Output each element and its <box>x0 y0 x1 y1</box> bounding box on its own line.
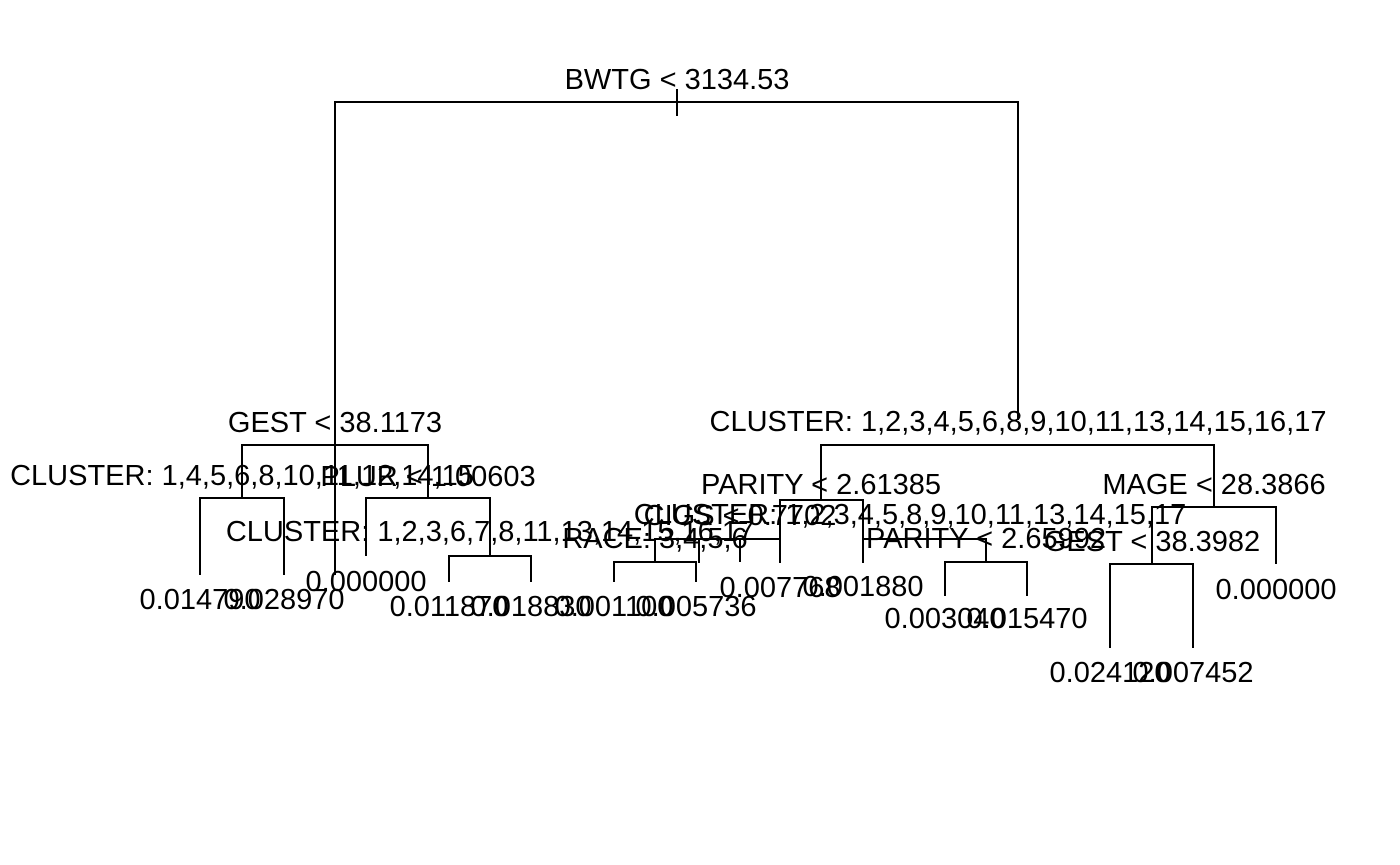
split-label-left-right-right: CLUSTER: 1,2,3,6,7,8,11,13,14,15,16,17 <box>226 516 754 548</box>
right-left-right-branch <box>862 538 987 563</box>
right-left-right-right-branch <box>944 561 1028 596</box>
split-label-left: GEST < 38.1173 <box>228 407 442 439</box>
split-label-right-left-left-left-left: RACE: 3,4,5,6 <box>562 523 747 555</box>
right-left-left-left-left-branch <box>613 561 697 582</box>
split-label-right-right-left: GEST < 38.3982 <box>1044 526 1260 558</box>
leaf-value: 0.011870 <box>390 591 509 623</box>
right-right-left-branch <box>1109 563 1194 648</box>
split-label-right-left-left: CLUSTER: 1,2,3,4,5,8,9,10,11,13,14,15,17 <box>634 499 1186 531</box>
right-left-left-left-branch <box>654 538 741 562</box>
left-left-branch <box>199 497 285 575</box>
leaf-value: 0.007452 <box>1133 657 1254 689</box>
left-branch <box>241 444 429 498</box>
split-label-right-left-left-left: CIGS < 0.7702 <box>644 500 837 532</box>
left-right-right-branch <box>448 555 532 582</box>
right-right-branch <box>1151 506 1277 564</box>
split-label-right-left-right: PARITY < 2.65992 <box>866 523 1106 555</box>
split-label-right-right: MAGE < 28.3866 <box>1102 469 1325 501</box>
leaf-values: 0.014790 0.028970 0.000000 0.011870 0.01… <box>140 566 1337 689</box>
leaf-value: 0.015470 <box>967 603 1088 635</box>
right-branch <box>820 444 1215 507</box>
leaf-value: 0.000000 <box>306 566 427 598</box>
tree-branches <box>199 89 1277 648</box>
split-label-left-left: CLUSTER: 1,4,5,6,8,10,11,12,14,15 <box>10 460 474 492</box>
left-right-branch <box>365 497 491 556</box>
leaf-value: 0.028970 <box>224 584 345 616</box>
leaf-value: 0.018830 <box>471 591 592 623</box>
leaf-value: 0.000000 <box>1216 574 1337 606</box>
leaf-value: 0.007768 <box>720 572 841 604</box>
right-left-branch <box>779 499 864 563</box>
leaf-value: 0.024120 <box>1050 657 1171 689</box>
split-labels: BWTG < 3134.53 GEST < 38.1173 CLUSTER: 1… <box>10 64 1326 558</box>
split-label-left-right: PLUR < 1.00603 <box>320 461 535 493</box>
leaf-value: 0.014790 <box>140 584 261 616</box>
leaf-value: 0.001880 <box>803 571 924 603</box>
leaf-value: 0.001100 <box>555 591 674 623</box>
leaf-value: 0.003040 <box>885 603 1006 635</box>
leaf-value: 0.005736 <box>636 591 757 623</box>
split-label-right-left: PARITY < 2.61385 <box>701 469 941 501</box>
split-label-root: BWTG < 3134.53 <box>565 64 790 96</box>
split-label-right: CLUSTER: 1,2,3,4,5,6,8,9,10,11,13,14,15,… <box>710 406 1327 438</box>
